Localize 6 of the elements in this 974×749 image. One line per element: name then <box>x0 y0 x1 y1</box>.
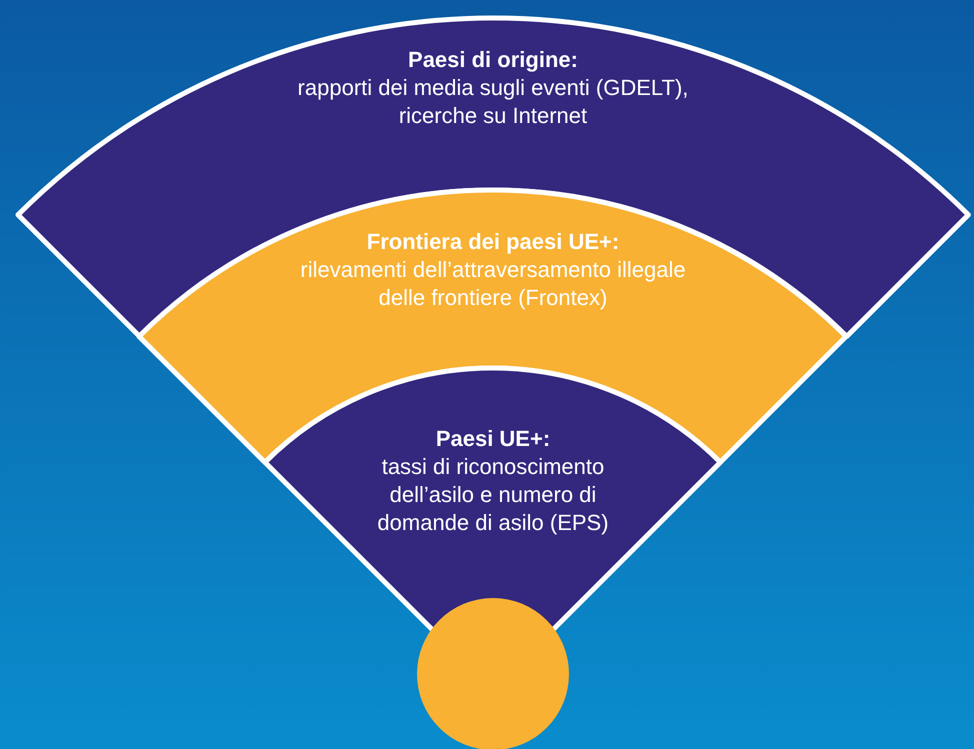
band-heading: Frontiera dei paesi UE+: <box>366 228 620 256</box>
band-text: tassi di riconoscimento dell’asilo e numero di domande di asilo (EPS) <box>376 453 610 537</box>
band-heading: Paesi UE+: <box>436 425 550 453</box>
band-text: rapporti dei media sugli eventi (GDELT), ricerche su Internet <box>296 74 690 130</box>
band-text: rilevamenti dell’attraversamento illegale delle frontiere (Frontex) <box>299 256 687 312</box>
band-heading: Paesi di origine: <box>408 46 578 74</box>
